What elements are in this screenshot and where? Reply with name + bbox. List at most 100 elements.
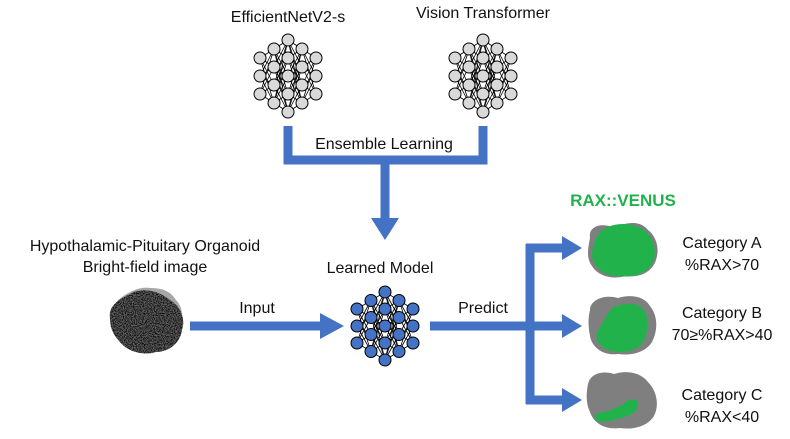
network-node (504, 87, 518, 101)
network-node (267, 42, 281, 56)
network-connection (482, 48, 498, 95)
network-node (350, 336, 364, 350)
network-node (490, 42, 504, 56)
network-node (448, 51, 462, 65)
network-node (281, 33, 295, 47)
network-node (267, 96, 281, 110)
network-connection (273, 57, 289, 104)
network-node (378, 285, 392, 299)
network-node (350, 319, 364, 333)
network-node (462, 42, 476, 56)
network-node (281, 87, 295, 101)
predict-arrow-label: Predict (458, 300, 508, 317)
network-connection (370, 308, 386, 352)
learned-model-network-icon (350, 285, 420, 367)
category-a-name: Category A (682, 235, 761, 252)
network-node (448, 69, 462, 83)
network-node (378, 302, 392, 316)
network-node (295, 96, 309, 110)
network-node (476, 51, 490, 65)
branch-arrow-c-head (562, 388, 582, 412)
network-node (490, 60, 504, 74)
input-arrow-head (320, 313, 344, 339)
network-node (448, 87, 462, 101)
ensemble-down-arrow-head (371, 218, 399, 240)
network-node (378, 319, 392, 333)
network-node (309, 69, 323, 83)
network-node (392, 328, 406, 341)
category-b-rule: 70≥%RAX>40 (672, 327, 773, 344)
network-node (462, 96, 476, 110)
network-connection (370, 291, 386, 335)
network-connection (468, 57, 484, 104)
network-connection (482, 66, 498, 113)
network-connection (273, 39, 289, 86)
organoid-title-line2: Bright-field image (83, 259, 208, 276)
network-node (295, 60, 309, 74)
network-connection (287, 66, 303, 113)
network-node (392, 311, 406, 324)
network-node (476, 87, 490, 101)
network-connection (482, 48, 498, 113)
network-node (392, 345, 406, 358)
network-node (309, 87, 323, 101)
network-node (309, 51, 323, 65)
category-b-organoid (588, 296, 657, 355)
network-node (378, 336, 392, 350)
network-node (462, 78, 476, 92)
network-node (364, 294, 378, 307)
branch-arrow-b-head (562, 314, 582, 338)
network-connection (273, 39, 289, 104)
network-connection (454, 48, 470, 95)
network-node (378, 353, 392, 367)
network-node (295, 78, 309, 92)
network-connection (301, 57, 317, 104)
network-node (253, 87, 267, 101)
network-connection (370, 291, 386, 352)
network-node (476, 33, 490, 47)
network-node (406, 336, 420, 350)
category-c-rule: %RAX<40 (685, 409, 759, 426)
network-connection (356, 300, 372, 344)
network-node (364, 345, 378, 358)
network-connection (496, 57, 512, 104)
branch-arrow-a-head (562, 236, 582, 260)
category-c-name: Category C (682, 387, 763, 404)
network-node (476, 69, 490, 83)
rax-venus-label: RAX::VENUS (570, 191, 676, 210)
network-node (253, 69, 267, 83)
category-a-rule: %RAX>70 (685, 257, 759, 274)
network-node (350, 302, 364, 316)
network-node (406, 302, 420, 316)
network-node (267, 78, 281, 92)
network-node (281, 69, 295, 83)
network-node (281, 105, 295, 119)
network-connection (468, 39, 484, 86)
category-b-name: Category B (682, 305, 762, 322)
brightfield-organoid-image (109, 287, 184, 354)
category-c-organoid (586, 372, 657, 429)
network-node (364, 328, 378, 341)
network-node (406, 319, 420, 333)
organoid-title-line1: Hypothalamic-Pituitary Organoid (30, 238, 260, 255)
efficientnet-network-icon (253, 33, 323, 119)
network-node (281, 51, 295, 65)
network-node (392, 294, 406, 307)
ensemble-learning-label: Ensemble Learning (315, 136, 453, 153)
network-node (462, 60, 476, 74)
ensemble-label-background (303, 131, 465, 155)
network-node (504, 69, 518, 83)
network-connection (398, 308, 414, 352)
input-arrow-label: Input (239, 300, 275, 317)
network-node (504, 51, 518, 65)
network-node (364, 311, 378, 324)
network-connection (259, 48, 275, 95)
network-connection (287, 48, 303, 95)
network-connection (384, 300, 400, 361)
network-node (490, 96, 504, 110)
vision-transformer-title: Vision Transformer (416, 5, 551, 22)
network-connection (468, 39, 484, 104)
network-connection (384, 317, 400, 361)
